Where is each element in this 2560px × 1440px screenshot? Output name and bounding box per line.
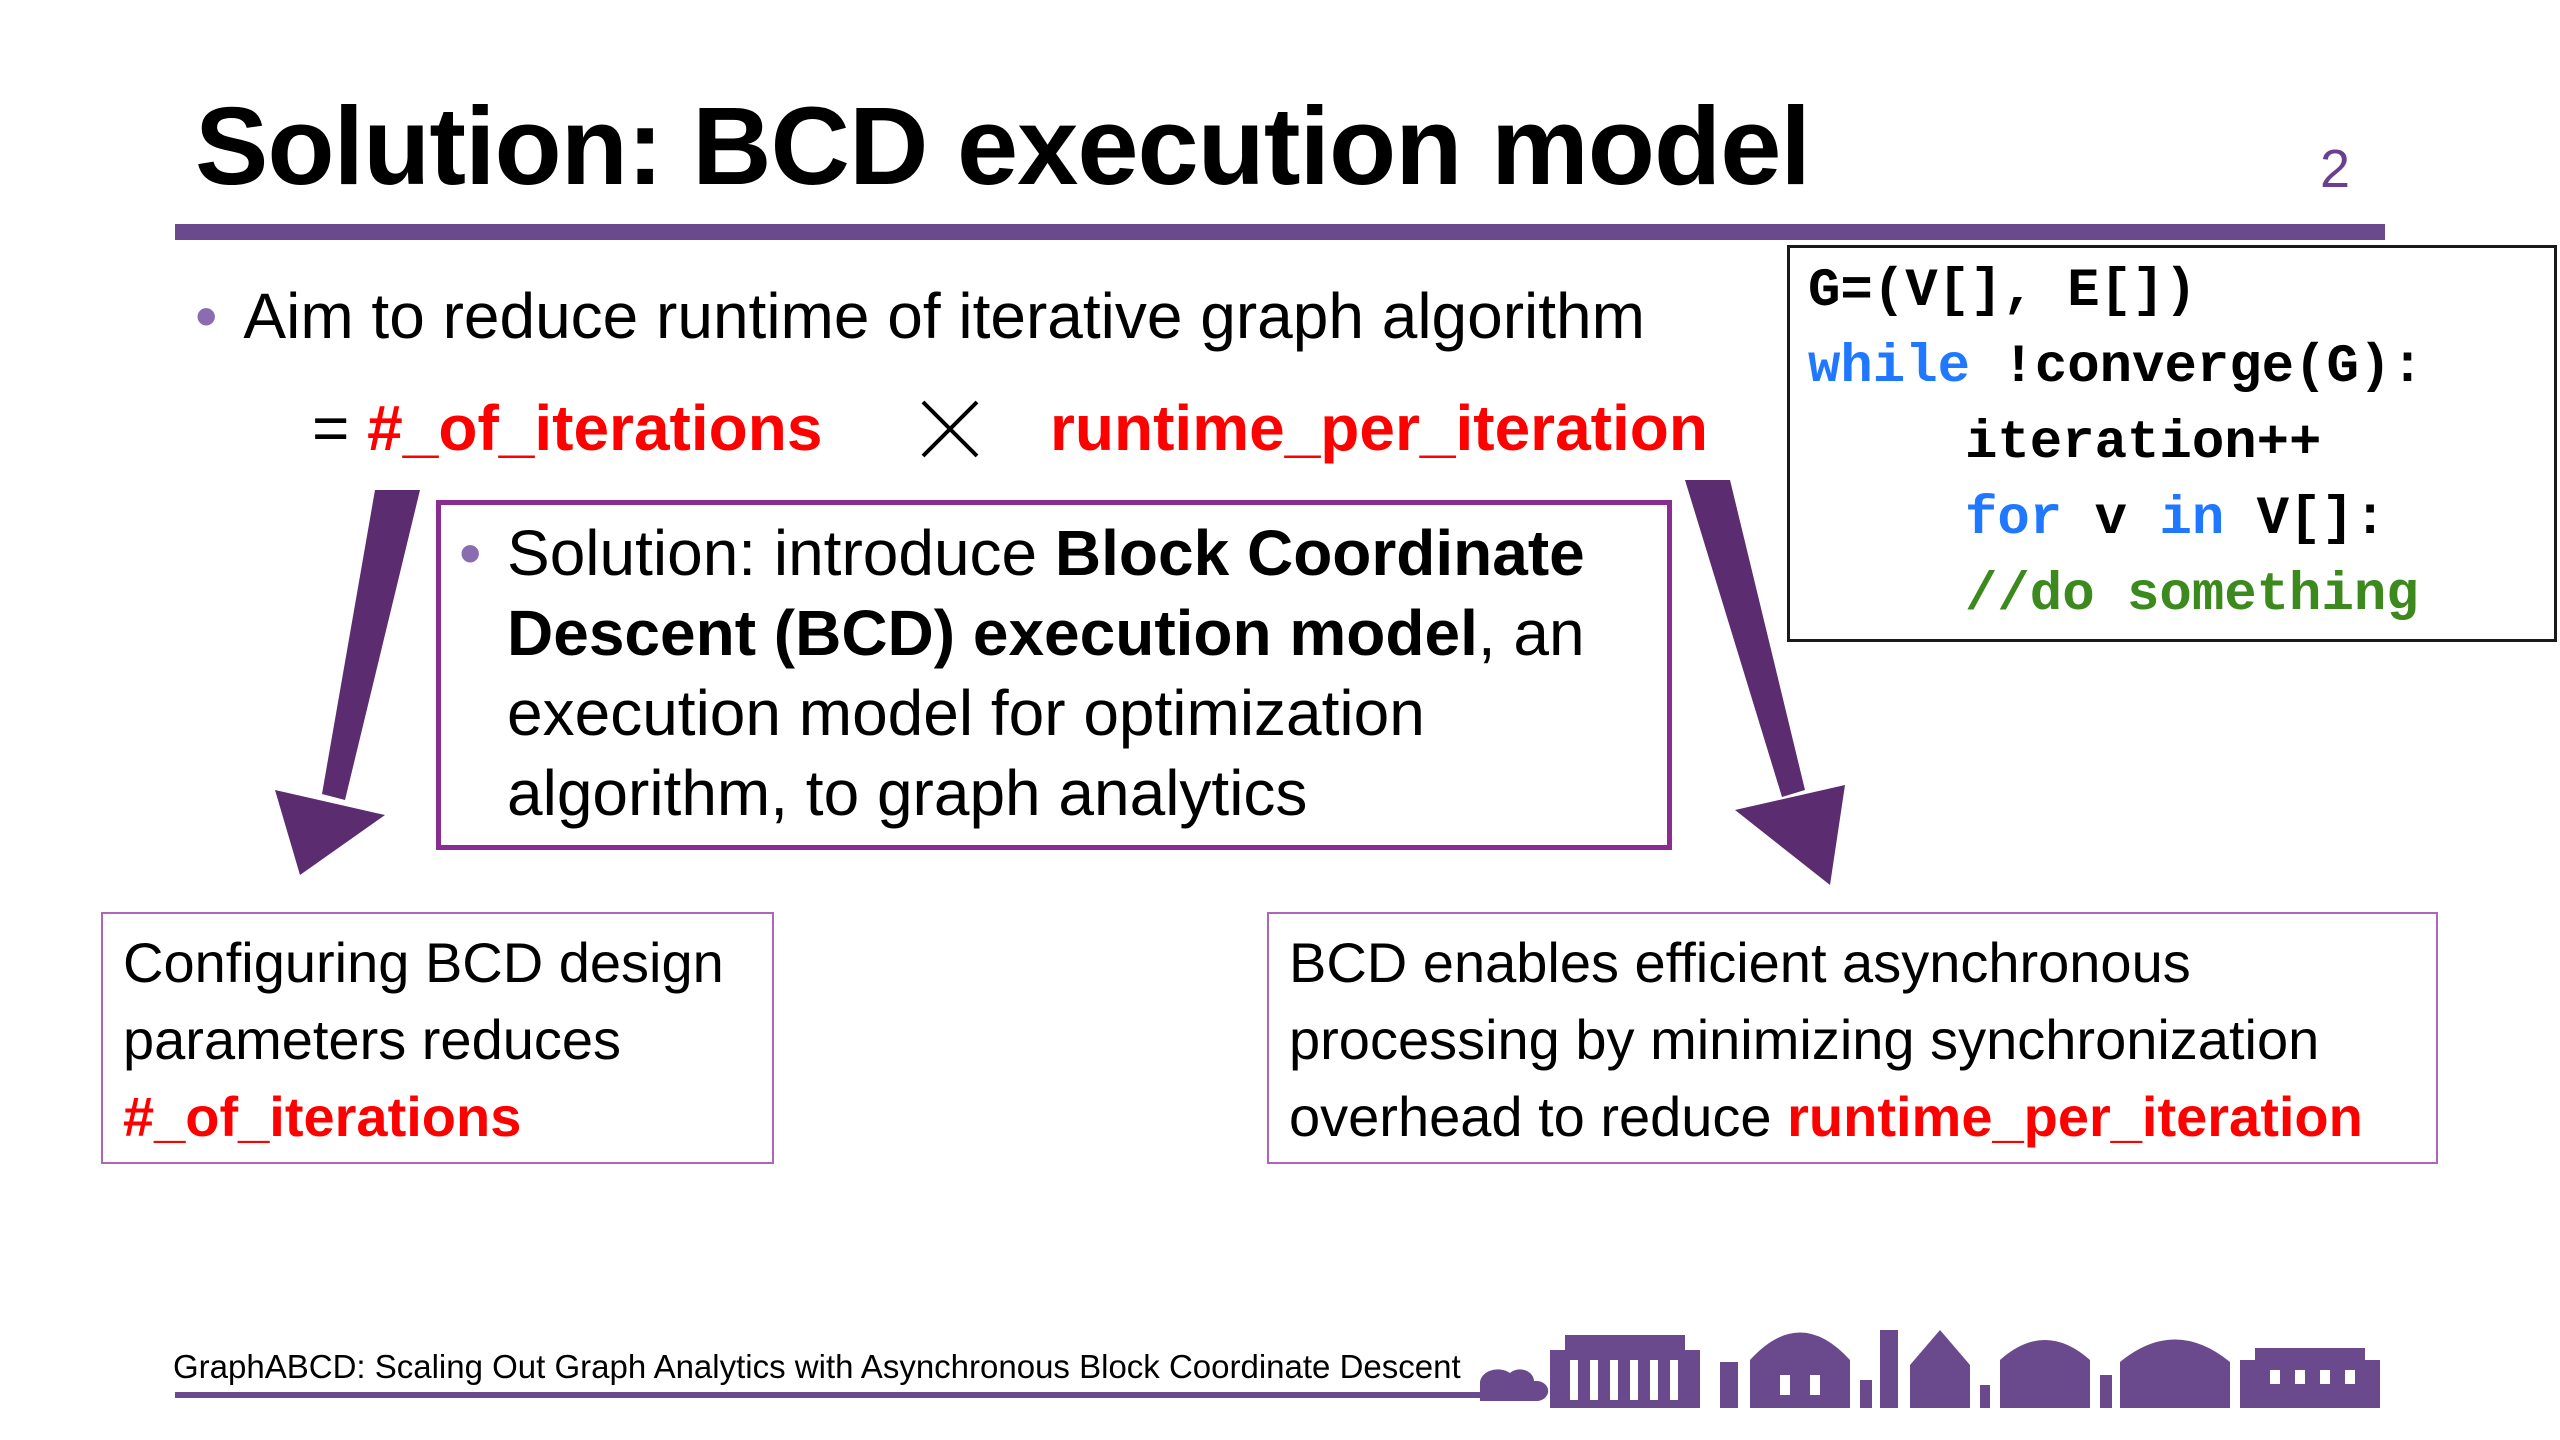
title-divider [175,224,2385,240]
equals-sign: = [312,392,350,464]
code-keyword-for: for [1965,489,2063,550]
campus-skyline-icon [1480,1330,2380,1408]
code-comment: //do something [1965,565,2419,626]
formula: = #_of_iterations [312,390,822,466]
iterations-box-text: Configuring BCD design parameters reduce… [123,931,724,1148]
arrow-right-icon [1685,480,1845,885]
code-keyword-in: in [2159,489,2225,550]
solution-text: Solution: introduce Block Coordinate Des… [507,517,1585,829]
times-icon: × [921,400,979,458]
code-line-2: while !converge(G): [1808,337,2424,398]
pseudocode-box: G=(V[], E[]) while !converge(G): iterati… [1787,245,2557,642]
aim-text: Aim to reduce runtime of iterative graph… [243,280,1645,352]
formula-term-runtime: runtime_per_iteration [1050,392,1708,464]
bullet-dot-icon: • [459,517,482,589]
aim-bullet: • Aim to reduce runtime of iterative grap… [195,278,1645,354]
footer-divider [175,1392,1485,1398]
runtime-box: BCD enables efficient asynchronous proce… [1267,912,2438,1164]
solution-box: • Solution: introduce Block Coordinate D… [436,500,1672,850]
footer-citation: GraphABCD: Scaling Out Graph Analytics w… [173,1348,1461,1385]
formula-term-iterations: #_of_iterations [367,392,823,464]
code-line-4: for v in V[]: [1965,489,2387,550]
slide-title: Solution: BCD execution model [195,85,1811,208]
iterations-box: Configuring BCD design parameters reduce… [101,912,774,1164]
code-keyword-while: while [1808,337,1971,398]
runtime-box-text: BCD enables efficient asynchronous proce… [1289,931,2363,1148]
code-line-1: G=(V[], E[]) [1808,261,2197,322]
code-line-3: iteration++ [1965,413,2322,474]
arrow-left-icon [275,490,420,875]
bullet-dot-icon: • [195,280,218,352]
slide-number: 2 [2320,139,2351,199]
